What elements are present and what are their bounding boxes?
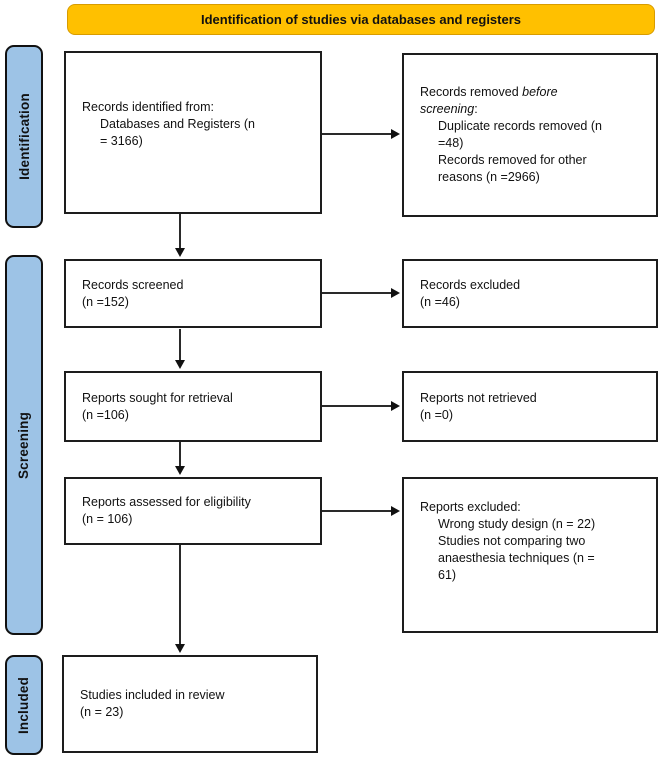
stage-identification-label: Identification <box>16 93 32 180</box>
records-removed-sublines: Duplicate records removed (n=48)Records … <box>438 119 602 184</box>
reports-assessed-line1: Reports assessed for eligibility <box>82 495 251 509</box>
reports-not-retrieved-line2: (n =0) <box>420 407 454 422</box>
box-reports-excluded: Reports excluded: Wrong study design (n … <box>402 477 658 633</box>
arrow-assessed-to-reports-excluded <box>322 506 400 515</box>
box-records-excluded: Records excluded (n =46) <box>402 259 658 328</box>
records-removed-title-colon: : <box>474 102 478 116</box>
stage-included: Included <box>5 655 43 755</box>
records-screened-line1: Records screened <box>82 277 184 292</box>
records-identified-line1: Records identified from: <box>82 100 215 114</box>
arrow-screened-to-sought <box>175 329 184 369</box>
box-studies-included: Studies included in review (n = 23) <box>62 655 318 753</box>
stage-screening: Screening <box>5 255 43 635</box>
box-reports-assessed: Reports assessed for eligibility (n = 10… <box>64 477 322 545</box>
studies-included-line1: Studies included in review <box>80 688 225 702</box>
records-removed-title-line2: screening: <box>420 101 648 118</box>
reports-excluded-sublines: Wrong study design (n = 22)Studies not c… <box>438 517 596 582</box>
banner-label: Identification of studies via databases … <box>200 12 522 27</box>
records-excluded-line1: Records excluded <box>420 277 521 292</box>
banner-identification-databases-registers: Identification of studies via databases … <box>67 4 655 35</box>
arrow-sought-to-assessed <box>175 442 184 475</box>
records-identified-sublines: Databases and Registers (n= 3166) <box>100 117 255 148</box>
studies-included-line2: (n = 23) <box>80 705 124 719</box>
box-reports-not-retrieved: Reports not retrieved (n =0) <box>402 371 658 442</box>
records-removed-title-italic2: screening <box>420 102 475 116</box>
stage-included-label: Included <box>16 676 32 734</box>
reports-assessed-line2: (n = 106) <box>82 512 133 526</box>
box-reports-sought: Reports sought for retrieval (n =106) <box>64 371 322 442</box>
arrow-identified-to-removed <box>322 129 400 138</box>
arrow-identified-to-screened <box>175 214 184 257</box>
arrow-sought-to-not-retrieved <box>322 401 400 410</box>
records-removed-title-line1: Records removed before <box>420 84 648 101</box>
records-excluded-line2: (n =46) <box>420 294 460 309</box>
records-removed-title-italic1: before <box>522 85 558 99</box>
reports-not-retrieved-line1: Reports not retrieved <box>420 390 537 405</box>
records-removed-title-pre: Records removed <box>420 85 523 99</box>
arrow-assessed-to-included <box>175 545 184 653</box>
stage-identification: Identification <box>5 45 43 228</box>
stage-screening-label: Screening <box>16 411 32 479</box>
box-records-identified: Records identified from: Databases and R… <box>64 51 322 214</box>
box-records-removed-before-screening: Records removed before screening: Duplic… <box>402 53 658 217</box>
box-records-screened: Records screened (n =152) <box>64 259 322 328</box>
reports-sought-line1: Reports sought for retrieval <box>82 390 233 405</box>
reports-excluded-title: Reports excluded: <box>420 500 521 514</box>
arrow-screened-to-excluded <box>322 288 400 297</box>
reports-sought-line2: (n =106) <box>82 407 129 422</box>
records-screened-line2: (n =152) <box>82 294 129 309</box>
